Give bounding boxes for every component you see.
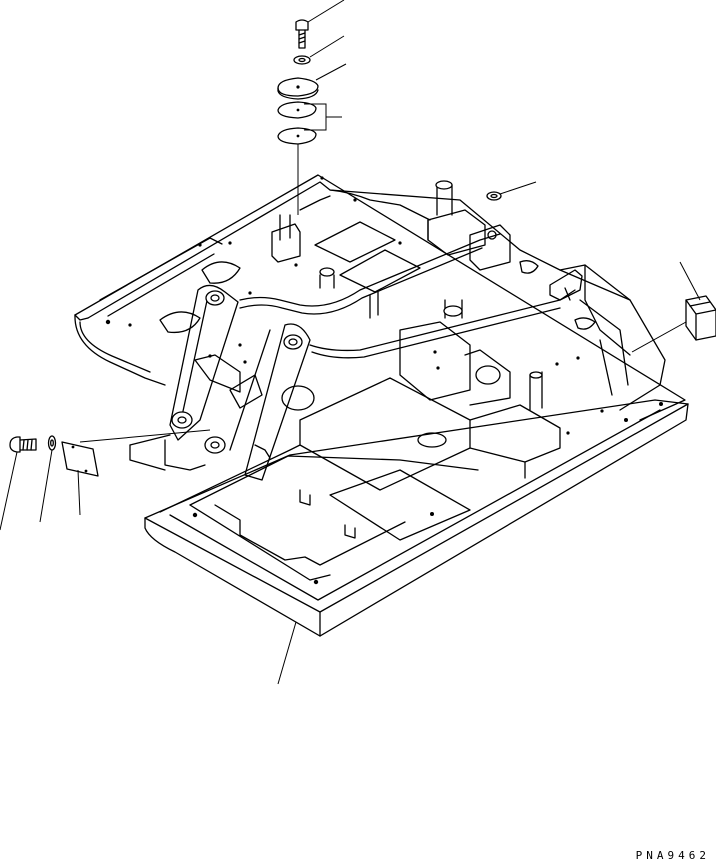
- leader-lines: [0, 0, 700, 684]
- washer: [294, 56, 310, 64]
- cover-plate: [278, 78, 318, 99]
- plug-cap: [487, 192, 501, 200]
- revolving-frame: [75, 175, 688, 636]
- rubber-stopper: [686, 296, 716, 340]
- drawing-code: PNA9462: [635, 849, 710, 862]
- side-bolt: [10, 437, 36, 452]
- mounting-holes: [105, 176, 663, 585]
- mounting-bolt: [296, 20, 308, 48]
- shims: [278, 102, 316, 144]
- side-washer: [49, 436, 56, 450]
- side-plate: [62, 442, 98, 476]
